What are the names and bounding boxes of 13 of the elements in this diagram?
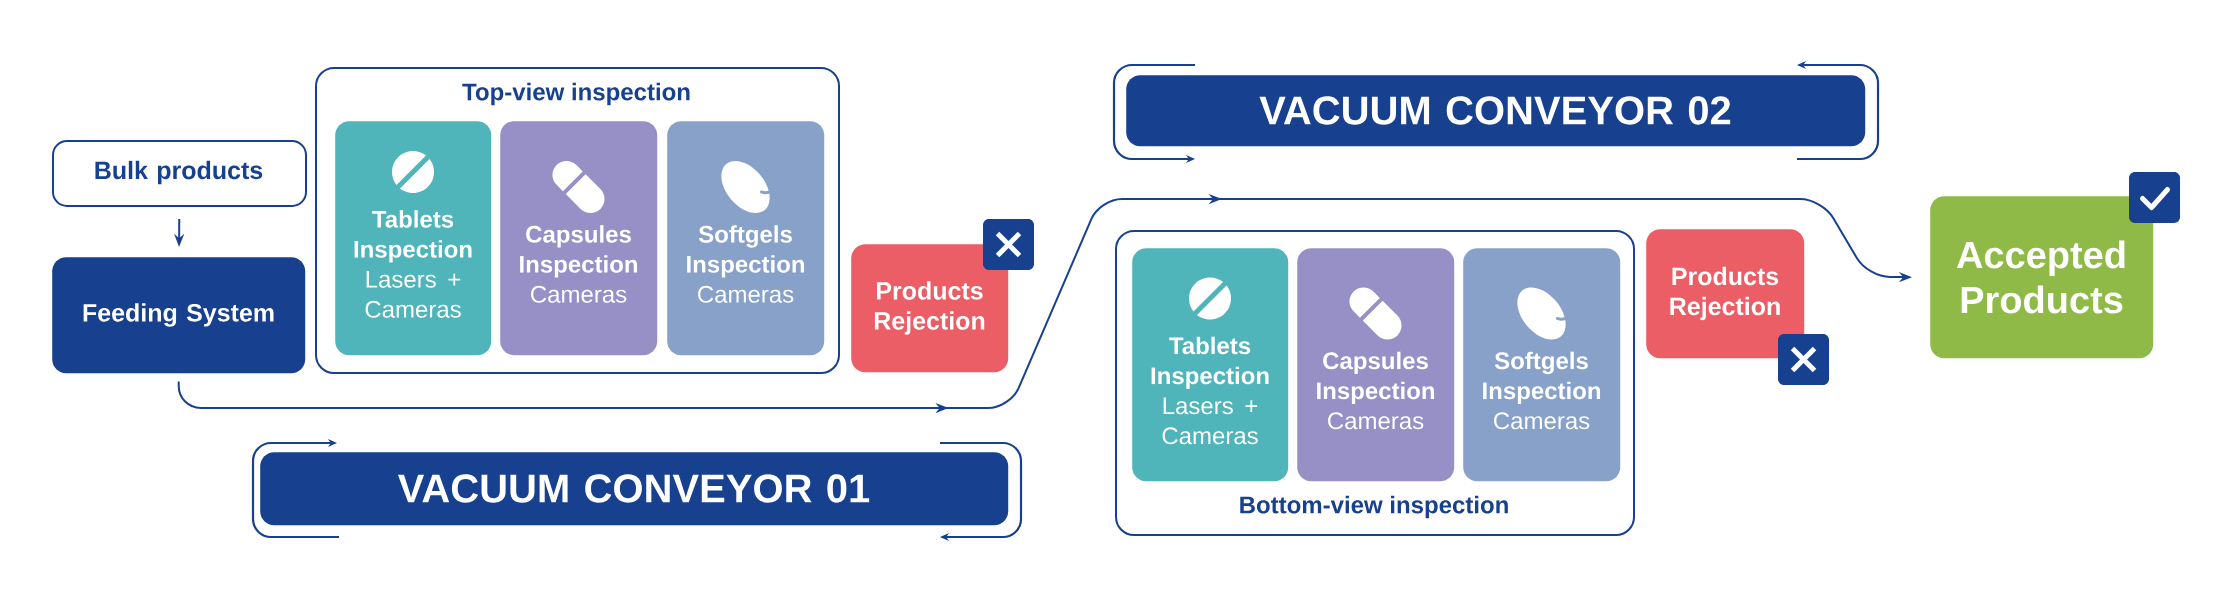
inspection-card: Softgels Inspection Cameras xyxy=(667,121,825,356)
rejection-box: Products Rejection xyxy=(851,244,1009,373)
process-box: Feeding System xyxy=(52,257,306,374)
rejection-box: Products Rejection xyxy=(1646,229,1805,359)
process-box: Bulk products xyxy=(52,140,307,207)
inspection-card: Capsules Inspection Cameras xyxy=(1297,248,1455,482)
inspection-card: Softgels Inspection Cameras xyxy=(1463,248,1621,482)
inspection-card: Capsules Inspection Cameras xyxy=(500,121,658,356)
conveyor-bar: VACUUM CONVEYOR 02 xyxy=(1126,75,1866,147)
conveyor-bar: VACUUM CONVEYOR 01 xyxy=(260,452,1009,526)
inspection-card: Tablets Inspection Lasers + Cameras xyxy=(335,121,492,356)
inspection-card: Tablets Inspection Lasers + Cameras xyxy=(1132,248,1289,482)
accepted-box: Accepted Products xyxy=(1930,196,2154,359)
